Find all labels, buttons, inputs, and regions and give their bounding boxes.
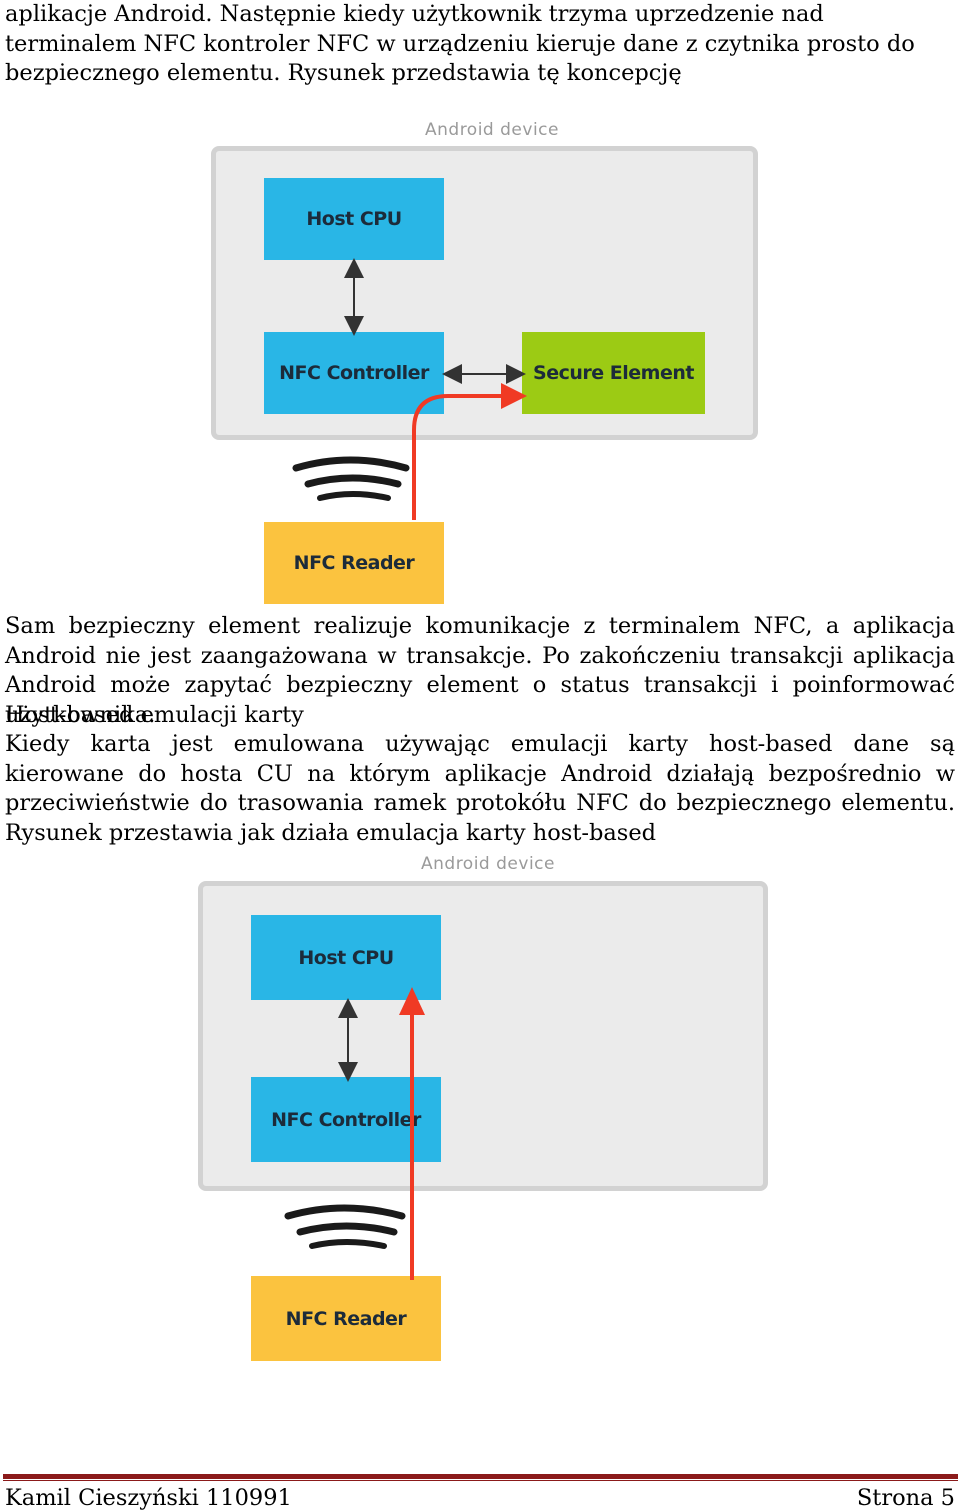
red-arrowhead-icon [399, 987, 425, 1015]
nfc-wave-icon [284, 1204, 406, 1249]
footer-rule-thin [3, 1480, 958, 1481]
red-arrowhead-icon [501, 383, 527, 409]
device-label: Android device [421, 854, 555, 874]
footer-page-number: Strona 5 [856, 1485, 955, 1511]
diagram-host-based: Android device Host CPU NFC Controller N… [0, 850, 960, 1370]
paragraph-host-based-explanation: Kiedy karta jest emulowana używając emul… [5, 731, 955, 846]
footer-rule [3, 1474, 958, 1479]
footer-author: Kamil Cieszyński 110991 [5, 1485, 292, 1511]
diagram2-connectors [284, 987, 425, 1280]
nfc-controller-box: NFC Controller [251, 1077, 441, 1162]
reader-to-secure-element-path [412, 394, 504, 520]
nfc-reader-box: NFC Reader [264, 522, 444, 604]
intro-paragraph: aplikacje Android. Następnie kiedy użytk… [5, 1, 915, 87]
nfc-controller-box: NFC Controller [264, 332, 444, 414]
secure-element-box: Secure Element [522, 332, 705, 414]
diagram1-connectors [292, 258, 527, 520]
nfc-reader-box: NFC Reader [251, 1276, 441, 1361]
nfc-wave-icon [292, 456, 410, 501]
host-cpu-box: Host CPU [264, 178, 444, 260]
diagram-secure-element: Android device Host CPU NFC Controller S… [0, 0, 960, 610]
device-label: Android device [425, 120, 559, 140]
paragraph-secure-element-explanation: Sam bezpieczny element realizuje komunik… [5, 613, 955, 728]
host-cpu-box: Host CPU [251, 915, 441, 1000]
section-heading: Host-based emulacji karty [5, 702, 304, 728]
